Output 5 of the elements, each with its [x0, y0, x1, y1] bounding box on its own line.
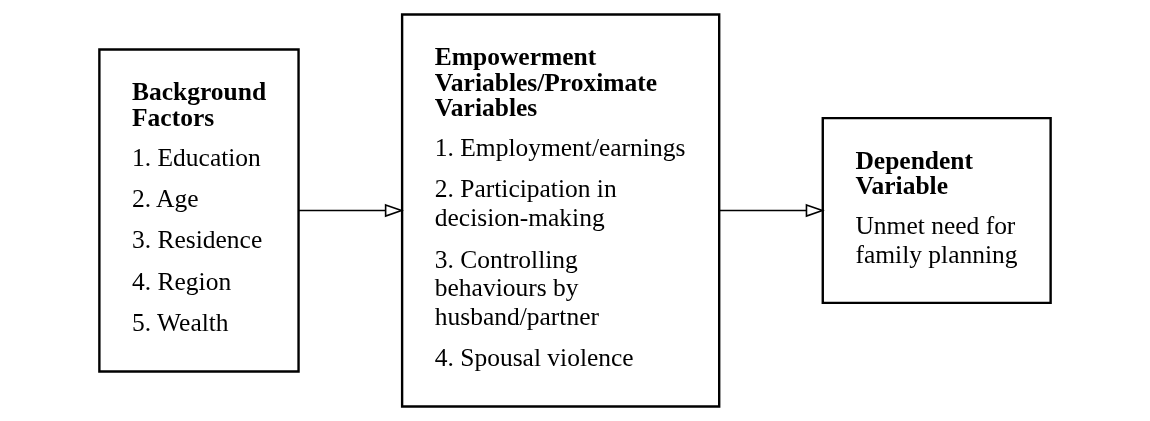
arrow: [718, 203, 825, 218]
node-box: Empowerment Variables/Proximate Variables 1. Employment/earnings 2. Participation in decision-making 3. Controlling behaviours by husband/partner 4. Spousal violence: [400, 13, 721, 408]
node-box: Dependent Variable Unmet need for family planning: [821, 116, 1052, 305]
node-box: Background Factors 1. Education 2. Age 3. Residence 4. Region 5. Wealth: [98, 48, 300, 373]
arrow: [298, 203, 404, 218]
